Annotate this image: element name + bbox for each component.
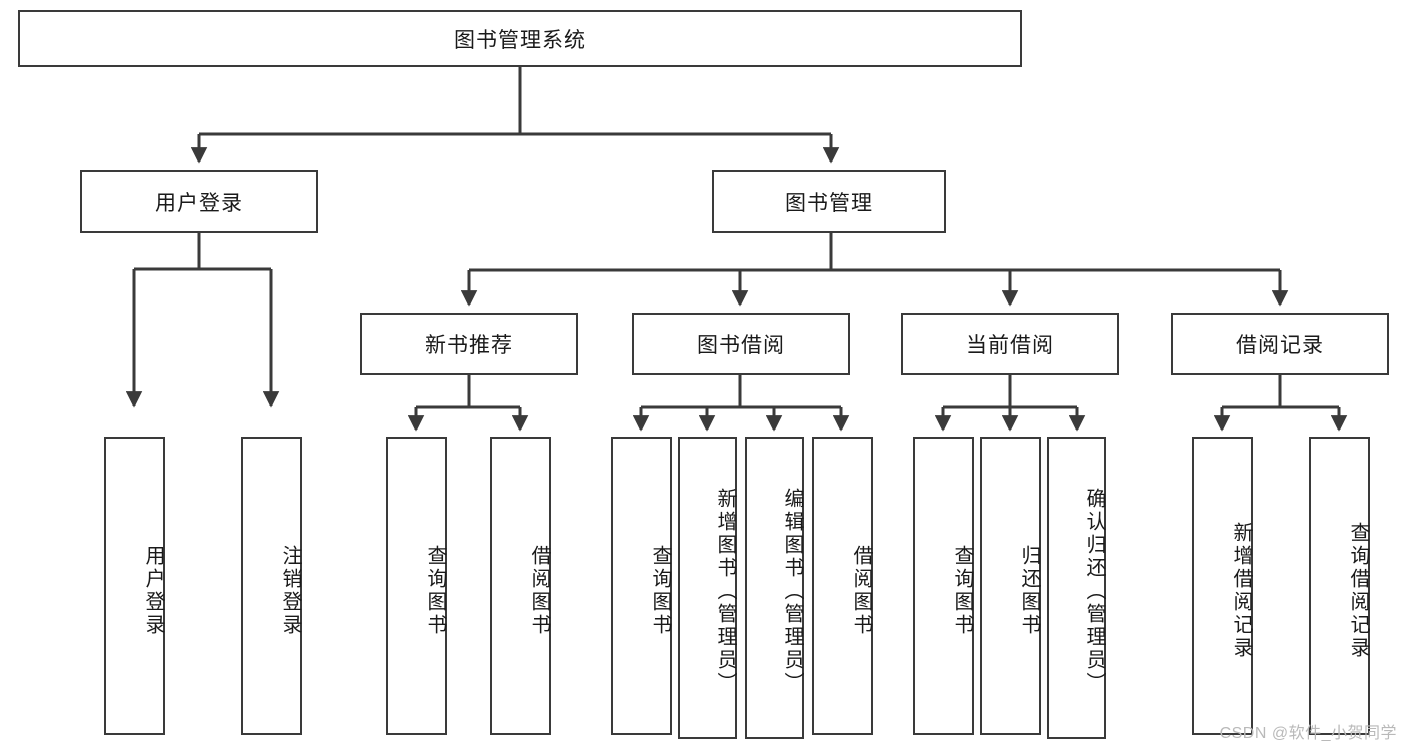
node-book-management-system[interactable]: 图书管理系统	[18, 10, 1022, 67]
node-label: 借阅图书	[528, 545, 550, 637]
node-current-borrow[interactable]: 当前借阅	[901, 313, 1119, 375]
leaf-add-borrow-record[interactable]: 新增借阅记录	[1192, 437, 1253, 735]
leaf-query-book-current[interactable]: 查询图书	[913, 437, 974, 735]
node-label: 借阅图书	[850, 545, 872, 637]
node-label: 用户登录	[155, 191, 243, 215]
node-label: 新书推荐	[425, 334, 513, 357]
leaf-return-book[interactable]: 归还图书	[980, 437, 1041, 735]
leaf-query-book-borrow[interactable]: 查询图书	[611, 437, 672, 735]
node-label: 确认归还（管理员）	[1083, 487, 1105, 695]
node-label: 新增图书（管理员）	[714, 487, 736, 695]
leaf-confirm-return-admin[interactable]: 确认归还（管理员）	[1047, 437, 1106, 739]
node-label: 注销登录	[279, 545, 301, 637]
node-label: 查询图书	[424, 545, 446, 637]
node-new-book-recommend[interactable]: 新书推荐	[360, 313, 578, 375]
node-borrow-record[interactable]: 借阅记录	[1171, 313, 1389, 375]
csdn-watermark: CSDN @软件_小贺同学	[1219, 725, 1397, 742]
node-label: 图书管理	[785, 191, 873, 215]
node-user-login[interactable]: 用户登录	[80, 170, 318, 233]
node-book-borrow[interactable]: 图书借阅	[632, 313, 850, 375]
node-label: 图书管理系统	[454, 28, 586, 52]
node-label: 用户登录	[142, 545, 164, 637]
node-label: 新增借阅记录	[1230, 522, 1252, 660]
leaf-add-book-admin[interactable]: 新增图书（管理员）	[678, 437, 737, 739]
leaf-query-book-recommend[interactable]: 查询图书	[386, 437, 447, 735]
node-label: 查询图书	[649, 545, 671, 637]
node-label: 编辑图书（管理员）	[781, 487, 803, 695]
node-book-manage[interactable]: 图书管理	[712, 170, 946, 233]
node-label: 归还图书	[1018, 545, 1040, 637]
node-label: 查询借阅记录	[1347, 522, 1369, 660]
node-label: 查询图书	[951, 545, 973, 637]
node-label: 图书借阅	[697, 334, 785, 357]
leaf-edit-book-admin[interactable]: 编辑图书（管理员）	[745, 437, 804, 739]
node-label: 当前借阅	[966, 334, 1054, 357]
leaf-borrow-book[interactable]: 借阅图书	[812, 437, 873, 735]
leaf-query-borrow-record[interactable]: 查询借阅记录	[1309, 437, 1370, 735]
leaf-logout-login[interactable]: 注销登录	[241, 437, 302, 735]
leaf-borrow-book-recommend[interactable]: 借阅图书	[490, 437, 551, 735]
node-label: 借阅记录	[1236, 334, 1324, 357]
leaf-user-login[interactable]: 用户登录	[104, 437, 165, 735]
